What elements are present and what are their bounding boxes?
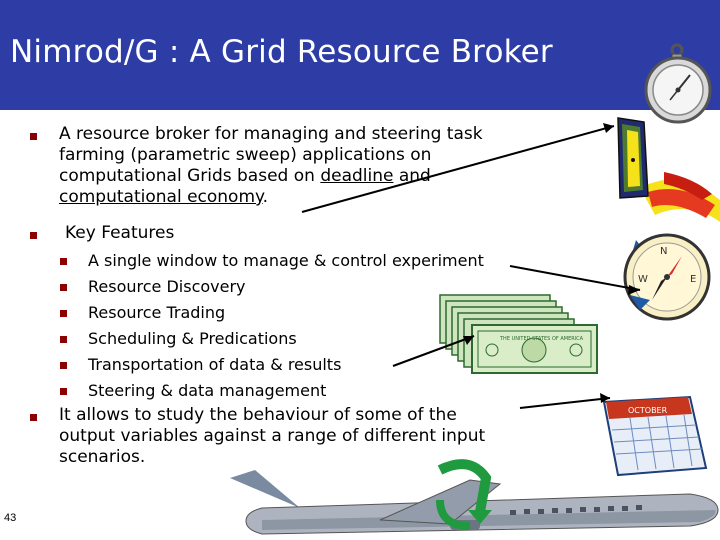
- svg-text:OCTOBER: OCTOBER: [628, 406, 668, 415]
- bullet-3-line-1: It allows to study the behaviour of some…: [59, 405, 457, 425]
- bullet-2: Key Features: [65, 223, 175, 243]
- door-icon: [617, 117, 720, 222]
- bullet-marker: [30, 414, 37, 421]
- sub-bullet-3: Resource Trading: [88, 303, 226, 322]
- bullet-1: A resource broker for managing and steer…: [59, 124, 569, 208]
- sub-bullet-6: Steering & data management: [88, 381, 327, 400]
- sub-bullet-2: Resource Discovery: [88, 277, 246, 296]
- svg-text:E: E: [690, 274, 696, 285]
- bullet-marker: [30, 232, 37, 239]
- bullet-1-text: .: [262, 187, 269, 207]
- arrows: [301, 125, 641, 409]
- sub-bullet-marker: [60, 258, 67, 265]
- deadline-link[interactable]: deadline: [320, 166, 394, 186]
- money-stack-icon: THE UNITED STATES OF AMERICA: [439, 294, 598, 374]
- compass-icon: N E W: [623, 233, 711, 321]
- svg-text:W: W: [638, 274, 648, 285]
- bullet-3-line-3: scenarios.: [59, 447, 146, 467]
- slide-number: 43: [4, 512, 17, 524]
- bullet-3-line-2: output variables against a range of diff…: [59, 426, 486, 446]
- sub-bullet-1: A single window to manage & control expe…: [88, 251, 484, 270]
- calendar-icon: OCTOBER: [602, 395, 708, 477]
- sub-bullet-4: Scheduling & Predications: [88, 329, 297, 348]
- sub-bullet-5: Transportation of data & results: [88, 355, 342, 374]
- sub-bullet-marker: [60, 284, 67, 291]
- bullet-marker: [30, 133, 37, 140]
- svg-text:N: N: [660, 246, 667, 257]
- bullet-1-line-3: computational Grids based on deadline an…: [59, 166, 569, 187]
- slide-title: Nimrod/G : A Grid Resource Broker: [10, 34, 553, 70]
- sub-bullet-marker: [60, 388, 67, 395]
- bullet-1-text: and: [393, 166, 431, 186]
- bullet-3: It allows to study the behaviour of some…: [59, 405, 579, 468]
- arrowheads: [463, 123, 640, 403]
- bullet-1-line-4: computational economy.: [59, 187, 569, 208]
- sub-bullet-marker: [60, 336, 67, 343]
- bullet-1-text: computational Grids based on: [59, 166, 321, 186]
- bullet-1-line-1: A resource broker for managing and steer…: [59, 124, 483, 144]
- title-bar: [0, 0, 720, 110]
- sub-bullet-marker: [60, 310, 67, 317]
- sub-bullet-marker: [60, 362, 67, 369]
- airplane-icon: [230, 459, 719, 535]
- svg-text:THE UNITED STATES OF AMERICA: THE UNITED STATES OF AMERICA: [499, 336, 584, 342]
- computational-economy-link[interactable]: computational economy: [59, 187, 263, 207]
- stopwatch-icon: [644, 43, 712, 124]
- bullet-1-line-2: farming (parametric sweep) applications …: [59, 145, 432, 165]
